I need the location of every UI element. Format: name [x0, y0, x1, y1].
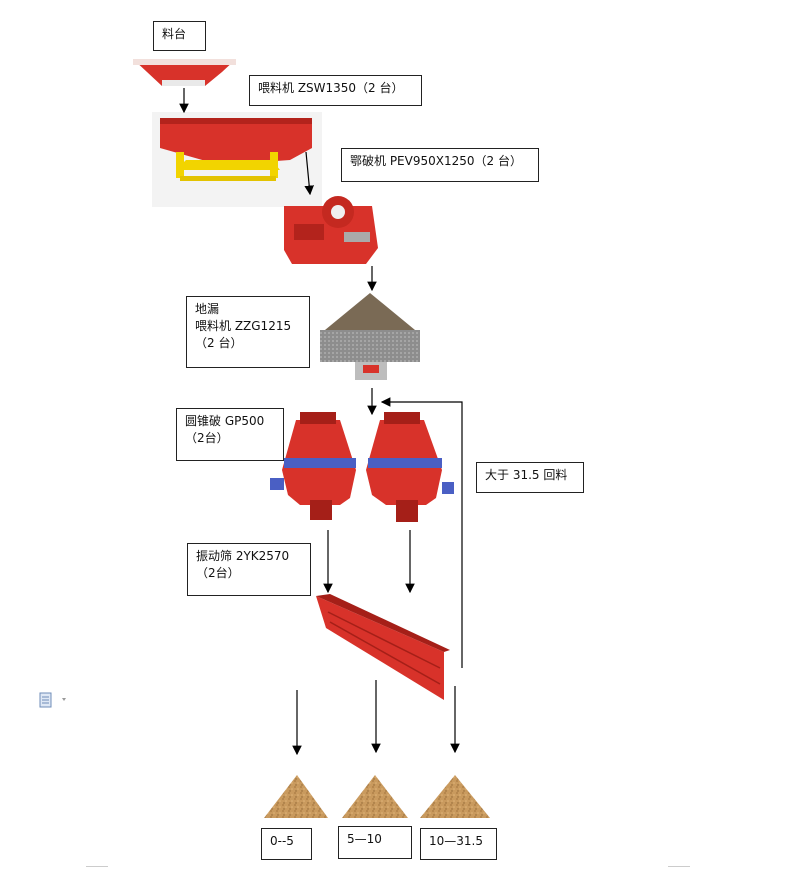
output-label-3: 10—31.5	[420, 828, 497, 860]
screen-label: 振动筛 2YK2570 （2台）	[187, 543, 311, 596]
recycle-label: 大于 31.5 回料	[476, 462, 584, 493]
feeder-machine	[152, 112, 322, 207]
vibrating-screen-machine	[316, 594, 450, 700]
jaw-crusher-label: 鄂破机 PEV950X1250（2 台）	[341, 148, 539, 182]
document-icon[interactable]	[38, 692, 70, 712]
cone-crusher-label: 圆锥破 GP500 （2台）	[176, 408, 284, 461]
product-pile-1	[264, 775, 328, 818]
feeder-label: 喂料机 ZSW1350（2 台）	[249, 75, 422, 106]
output-label-1: 0--5	[261, 828, 312, 860]
arrow-recycle	[380, 397, 463, 668]
cone-crusher-left	[270, 412, 356, 520]
product-pile-2	[342, 775, 408, 818]
arrow-feeder-jaw	[304, 151, 314, 196]
ground-feeder-machine	[320, 293, 420, 380]
output-label-2: 5—10	[338, 826, 412, 859]
hopper-label: 料台	[153, 21, 206, 51]
cone-crusher-right	[366, 412, 454, 522]
page-corner-left	[86, 866, 108, 867]
jaw-crusher-machine	[284, 196, 378, 264]
hopper-machine	[133, 59, 236, 86]
page-corner-right	[668, 866, 690, 867]
ground-feeder-label: 地漏 喂料机 ZZG1215 （2 台）	[186, 296, 310, 368]
product-pile-3	[420, 775, 490, 818]
